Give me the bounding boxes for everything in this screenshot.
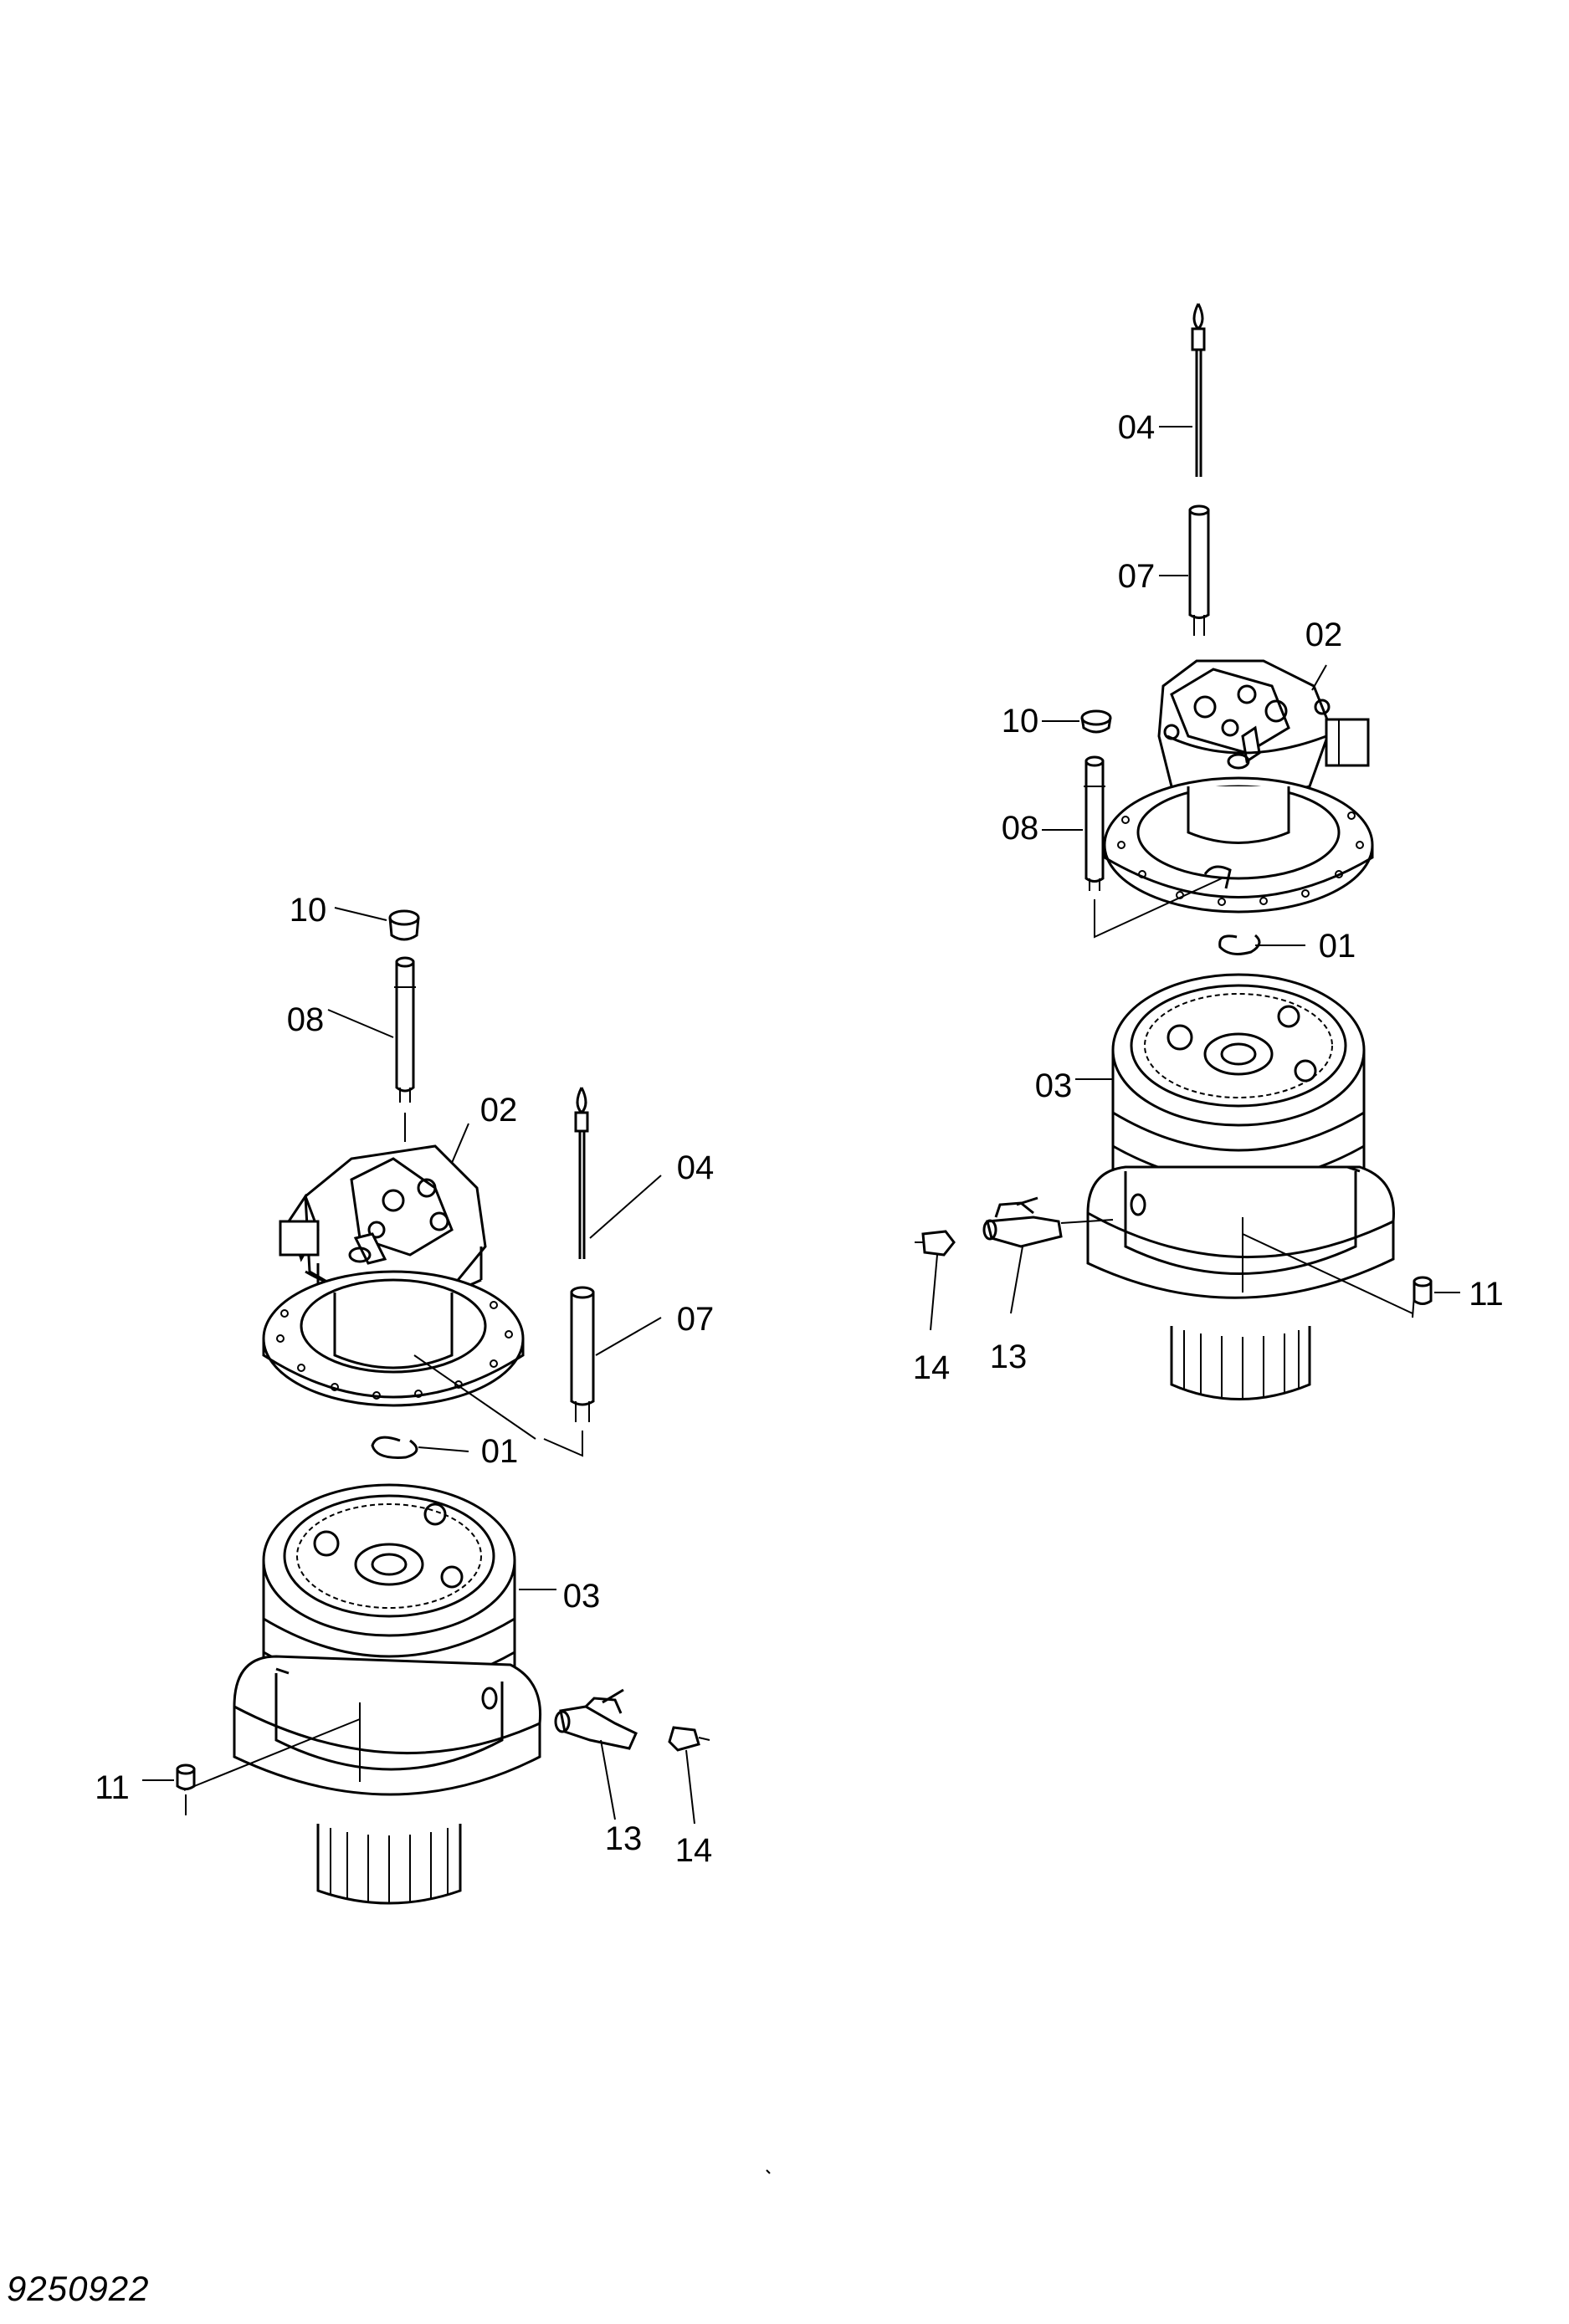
label-left-14: 14 xyxy=(674,1832,713,1869)
label-left-02: 02 xyxy=(479,1092,518,1129)
label-right-01: 01 xyxy=(1318,928,1356,965)
label-left-01: 01 xyxy=(480,1433,519,1470)
right-plug-11 xyxy=(1412,1276,1460,1318)
label-left-13: 13 xyxy=(604,1820,643,1857)
left-assembly xyxy=(142,907,710,1905)
left-fitting-14 xyxy=(668,1726,710,1825)
label-right-07: 07 xyxy=(1117,558,1156,595)
label-left-07: 07 xyxy=(676,1301,715,1338)
label-left-04: 04 xyxy=(676,1149,715,1186)
left-pin-08 xyxy=(327,956,416,1142)
left-valve-13 xyxy=(554,1688,638,1820)
right-assembly xyxy=(915,303,1460,1400)
label-right-02: 02 xyxy=(1305,617,1343,653)
right-valve-13 xyxy=(982,1196,1114,1314)
drawing-number: 9250922 xyxy=(7,2269,150,2308)
label-left-11: 11 xyxy=(95,1769,130,1806)
left-snapring-01 xyxy=(371,1354,536,1459)
label-left-10: 10 xyxy=(289,892,327,929)
label-right-10: 10 xyxy=(1001,703,1039,740)
right-flange xyxy=(1103,776,1374,914)
left-flange xyxy=(262,1270,525,1407)
right-fitting-14 xyxy=(915,1230,956,1331)
right-cap-10 xyxy=(1042,709,1112,734)
stray-mark xyxy=(766,2169,771,2174)
right-gearbox-03 xyxy=(1075,973,1413,1400)
right-pipe-07 xyxy=(1159,504,1210,636)
label-left-03: 03 xyxy=(562,1578,601,1615)
label-right-03: 03 xyxy=(1034,1067,1073,1104)
label-right-04: 04 xyxy=(1117,409,1156,446)
label-right-14: 14 xyxy=(912,1349,951,1386)
left-gearbox-03 xyxy=(183,1483,556,1905)
right-dipstick-04 xyxy=(1159,303,1206,477)
right-motor-02 xyxy=(1157,659,1370,836)
label-right-08: 08 xyxy=(1001,810,1039,847)
right-snapring-01 xyxy=(1218,934,1305,955)
left-cap-10 xyxy=(334,907,420,941)
left-pipe-07 xyxy=(543,1286,662,1457)
left-dipstick-04 xyxy=(574,1087,662,1259)
label-right-11: 11 xyxy=(1469,1276,1504,1313)
left-plug-11 xyxy=(142,1763,196,1815)
label-right-13: 13 xyxy=(989,1339,1028,1375)
label-left-08: 08 xyxy=(286,1001,325,1038)
right-pin-08 xyxy=(1042,755,1223,939)
